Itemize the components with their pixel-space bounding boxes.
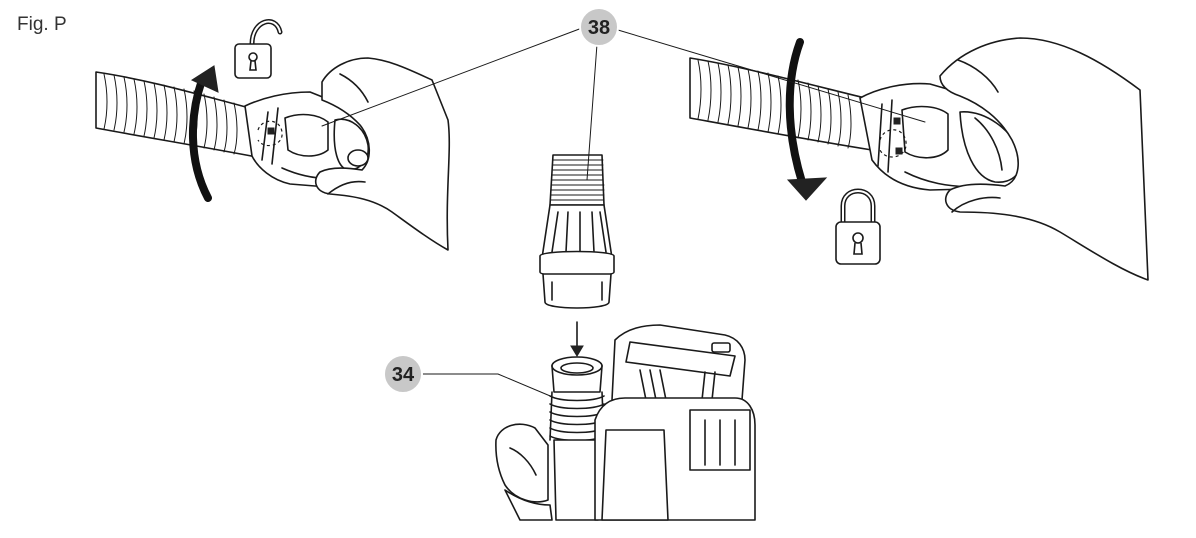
right-rotation-arrow <box>785 38 828 201</box>
callout-38: 38 <box>321 7 926 181</box>
callout-38-badge <box>579 7 619 47</box>
center-hose-cuff <box>539 154 615 309</box>
center-hose-ribs <box>550 159 605 201</box>
locked-padlock-icon <box>835 188 881 265</box>
right-hose-assembly <box>689 57 1037 191</box>
callout-34-badge <box>383 354 423 394</box>
right-hand <box>939 37 1149 281</box>
callout-38-number: 38 <box>588 17 610 39</box>
callout-34-number: 34 <box>392 364 415 386</box>
figure-label: Fig. P <box>17 14 67 35</box>
dust-extraction-port <box>549 356 605 521</box>
left-rotation-arrow <box>189 65 219 202</box>
callout-34: 34 <box>383 354 556 399</box>
unlocked-padlock-icon <box>234 19 283 79</box>
left-hand <box>314 57 451 251</box>
insert-direction-arrow <box>570 321 584 357</box>
left-hose-assembly <box>95 71 384 189</box>
power-tool-body <box>495 324 756 521</box>
